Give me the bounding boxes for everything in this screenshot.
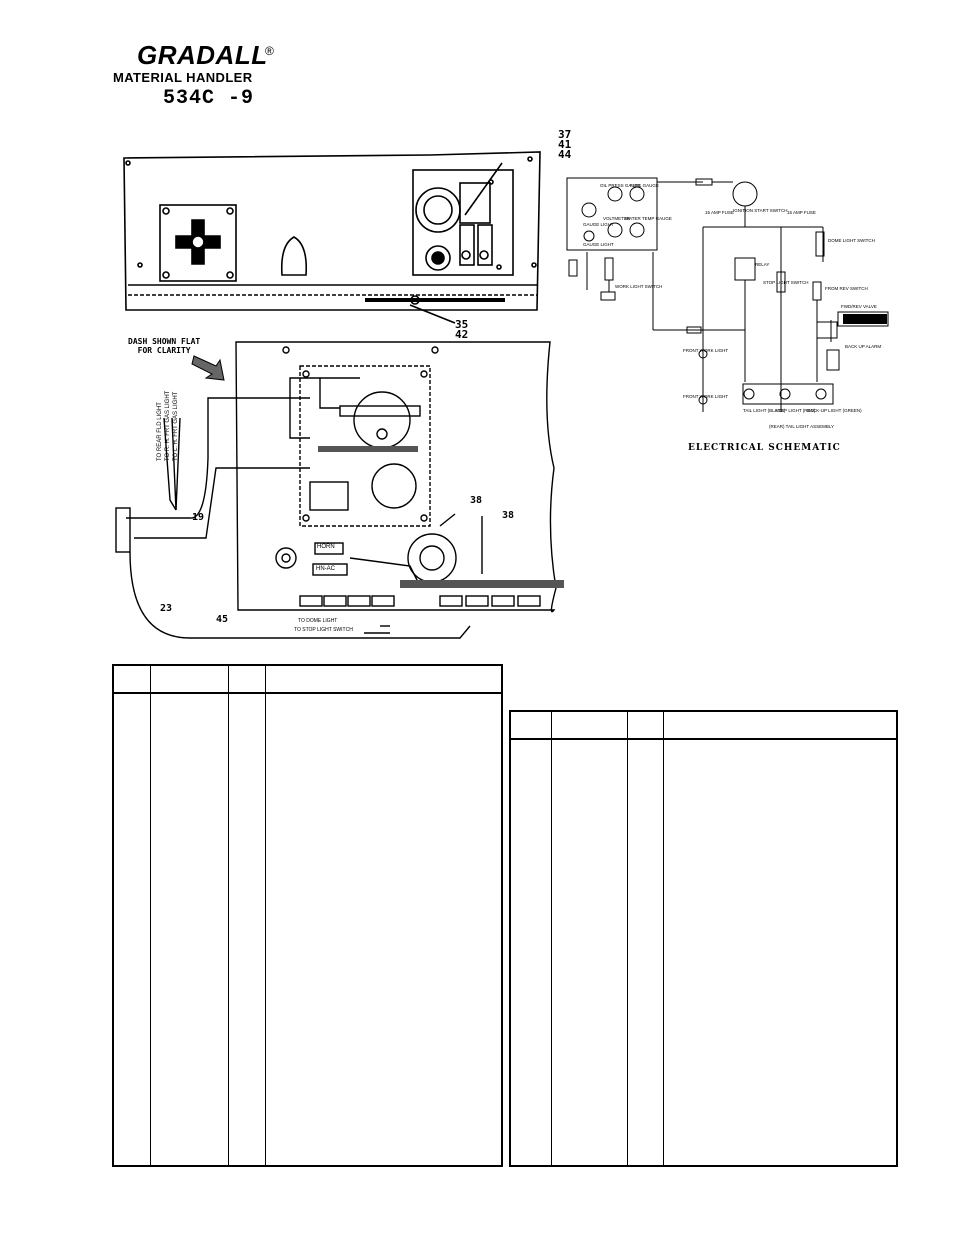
instrument-panel-drawing <box>123 151 541 324</box>
callout-label: 44 <box>558 148 572 161</box>
front-work-1-label: FRONT WORK LIGHT <box>683 348 729 353</box>
backup-alarm-label: BACK UP ALARM <box>845 344 882 349</box>
table-column-divider <box>551 712 552 1165</box>
parts-table-left <box>112 664 503 1167</box>
work-switch-label: WORK LIGHT SWITCH <box>615 284 663 289</box>
callout-35-42: 35 42 <box>455 318 469 341</box>
wiring-diagram <box>115 341 564 639</box>
brand-header: GRADALL ® MATERIAL HANDLER 534C -9 <box>113 40 313 110</box>
tail-light-label: TAIL LIGHT (BLACK) <box>743 408 786 413</box>
registered-mark: ® <box>265 44 274 58</box>
horn-label: HORN <box>317 544 335 550</box>
parts-table-right <box>509 710 898 1167</box>
callout-label: 35 <box>455 318 469 331</box>
backup-light-label: BACK-UP LIGHT (GREEN) <box>807 408 862 413</box>
fuse-left-label: 15 AMP FUSE <box>705 210 734 215</box>
front-work-2-label: FRONT WORK LIGHT <box>683 394 729 399</box>
callout-label: 41 <box>558 138 572 151</box>
wire-labels: TO REAR FLD LIGHT TO R. H. FRT GAS LIGHT… <box>157 391 217 465</box>
gauge-light-label: GAUGE LIGHT <box>583 222 614 227</box>
to-dome-label: TO DOME LIGHT <box>298 618 338 624</box>
callout-38: 38 <box>502 510 515 521</box>
schematic-labels: OIL PRESS GAUGE FUEL GAUGE GAUGE LIGHT V… <box>563 172 908 432</box>
wire-label: TO L. H. FRT GAS LIGHT <box>173 391 179 461</box>
callout-38: 38 <box>470 495 483 506</box>
table-header-divider <box>114 692 501 694</box>
arrow-icon <box>191 355 225 381</box>
gauge-light-2-label: GAUGE LIGHT <box>583 242 614 247</box>
table-column-divider <box>150 666 151 1165</box>
electrical-schematic <box>566 177 889 412</box>
dash-note-line: DASH SHOWN FLAT <box>128 337 201 346</box>
from-rev-label: FROM REV SWITCH <box>825 286 868 291</box>
relay-label: RELAY <box>755 262 770 267</box>
stop-switch-label: STOP LIGHT SWITCH <box>763 280 809 285</box>
rear-assembly-label: (REAR) TAIL LIGHT ASSEMBLY <box>769 424 835 429</box>
callout-23: 23 <box>160 603 173 614</box>
brand-logo: GRADALL <box>137 40 268 70</box>
ignition-label: IGNITION START SWITCH <box>733 208 788 213</box>
voltmeter-label: VOLTMETER <box>603 216 631 221</box>
fwd-rev-label: FWD/REV VALVE <box>841 304 877 309</box>
schematic-title: ELECTRICAL SCHEMATIC <box>688 443 841 453</box>
stop-light-label: STOP LIGHT (RED) <box>775 408 816 413</box>
dash-note-line: FOR CLARITY <box>137 346 191 355</box>
table-column-divider <box>265 666 266 1165</box>
wire-label: TO R. H. FRT GAS LIGHT <box>165 390 171 461</box>
table-column-divider <box>663 712 664 1165</box>
oil-press-label: OIL PRESS GAUGE <box>600 183 642 188</box>
water-temp-label: WATER TEMP GAUGE <box>625 216 672 221</box>
fuse-right-label: 15 AMP FUSE <box>787 210 816 215</box>
callout-19: 19 <box>192 512 205 523</box>
table-header-divider <box>511 738 896 740</box>
callout-label: 37 <box>558 128 572 141</box>
fuel-gauge-label: FUEL GAUGE <box>630 183 659 188</box>
hn-ac-label: HN-AC <box>316 566 335 572</box>
table-column-divider <box>627 712 628 1165</box>
callout-label: 42 <box>455 328 469 341</box>
to-stop-label: TO STOP LIGHT SWITCH <box>294 627 353 633</box>
dash-note: DASH SHOWN FLAT FOR CLARITY <box>128 337 200 355</box>
model-number: 534C -9 <box>163 87 255 110</box>
wire-label: TO REAR FLD LIGHT <box>157 402 163 461</box>
table-column-divider <box>228 666 229 1165</box>
callout-37-41-44: 37 41 44 <box>558 128 572 161</box>
dome-switch-label: DOME LIGHT SWITCH <box>828 238 875 243</box>
brand-subtitle: MATERIAL HANDLER <box>113 70 253 85</box>
callout-45: 45 <box>216 614 229 625</box>
